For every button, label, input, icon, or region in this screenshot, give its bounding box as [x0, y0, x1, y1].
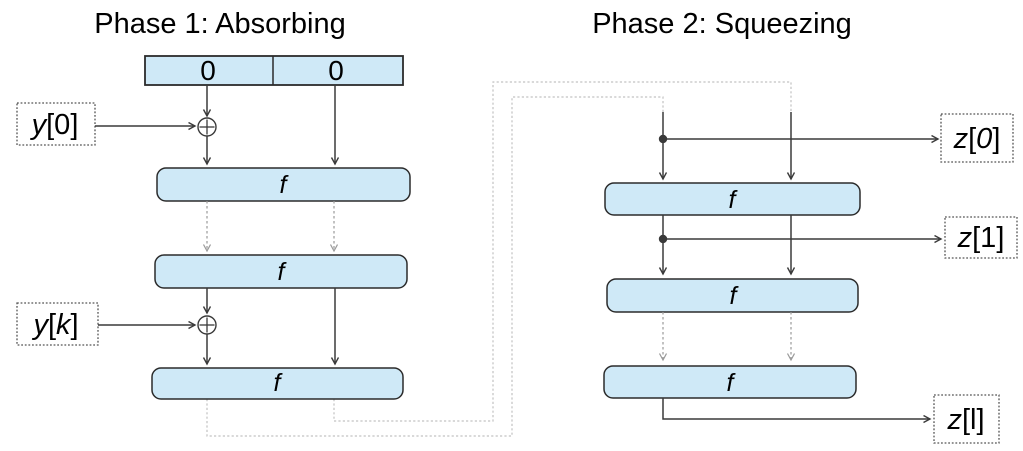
- squeeze-f3-box: f: [603, 365, 857, 399]
- squeeze-f2-rect: [606, 278, 859, 313]
- absorb-f2-box: f: [154, 254, 408, 289]
- absorb-f3-box: f: [151, 367, 404, 400]
- xor-icon: [197, 117, 217, 137]
- absorb-f3-rect: [151, 367, 404, 400]
- output-zl-box: [933, 394, 1000, 444]
- feedback-rate-path: [206, 96, 664, 437]
- phase2-title: Phase 2: Squeezing: [592, 8, 852, 40]
- branch-dot-icon: [658, 134, 668, 144]
- input-y0-box: [16, 102, 96, 146]
- output-z1-box: [944, 216, 1018, 259]
- initial-capacity-value: 0: [328, 55, 344, 86]
- output-z0-label: z[0]: [940, 113, 1014, 163]
- absorb-f3-label: f: [274, 369, 284, 397]
- phase1-title: Phase 1: Absorbing: [94, 8, 346, 40]
- branch-dot-icon: [658, 234, 668, 244]
- squeeze-f1-rect: [604, 182, 861, 216]
- absorb-f1-label: f: [280, 171, 290, 199]
- input-y0-label: y[0]: [16, 102, 96, 146]
- squeeze-f1-box: f: [604, 182, 861, 216]
- xor-icon: [197, 315, 217, 335]
- input-yk-box: [16, 302, 99, 346]
- output-z1-label: z[1]: [944, 216, 1018, 259]
- output-z0-box: [940, 113, 1014, 163]
- output-zl-text: z[l]: [946, 404, 984, 436]
- input-y0-text: y[0]: [30, 109, 79, 141]
- absorb-f1-box: f: [156, 167, 411, 202]
- input-yk-label: y[k]: [16, 302, 99, 346]
- output-z0-text: z[0]: [953, 123, 1001, 155]
- output-zl-label: z[l]: [933, 394, 1000, 444]
- initial-rate-value: 0: [200, 55, 216, 86]
- absorb-f1-rect: [156, 167, 411, 202]
- squeeze-f3-rect: [603, 365, 857, 399]
- output-z1-text: z[1]: [957, 222, 1005, 254]
- absorb-f2-label: f: [278, 258, 288, 286]
- arrow-squeeze-f3-to-zl: [662, 398, 930, 419]
- squeeze-f2-box: f: [606, 278, 859, 313]
- squeeze-f1-label: f: [729, 186, 739, 214]
- squeeze-f3-label: f: [727, 369, 737, 397]
- absorb-f2-rect: [154, 254, 408, 289]
- initial-state-rect: [144, 55, 404, 86]
- squeeze-f2-label: f: [730, 282, 740, 310]
- feedback-capacity-path: [333, 81, 792, 422]
- initial-state-box: 0 0: [144, 55, 404, 86]
- input-yk-text: y[k]: [31, 309, 78, 341]
